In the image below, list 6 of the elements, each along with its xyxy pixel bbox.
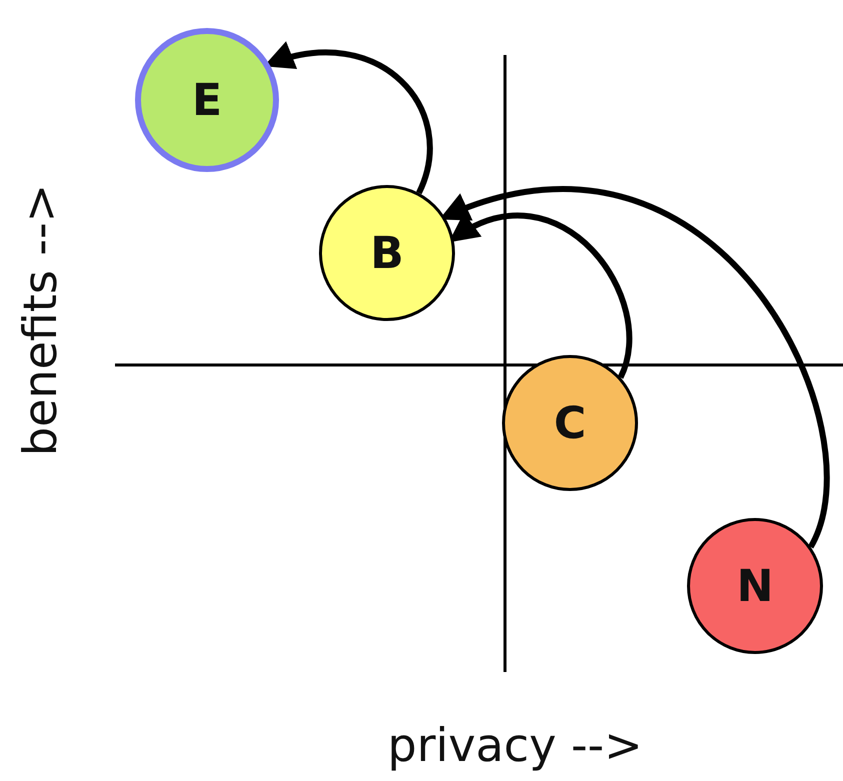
- node-letter: N: [736, 560, 774, 612]
- axis-label: benefits -->: [13, 184, 68, 456]
- node-letter: E: [192, 74, 222, 126]
- node-letter: C: [554, 398, 586, 448]
- axis-label: privacy -->: [388, 718, 643, 772]
- node-letter: B: [370, 228, 404, 278]
